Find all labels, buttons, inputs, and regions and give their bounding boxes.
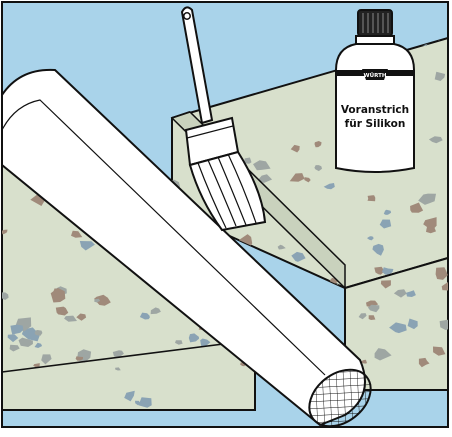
wurth-brand: WÜRTH [364,72,387,79]
bottle-label-line-2: für Silikon [345,118,406,130]
bottle-label-line-1: Voranstrich [341,104,409,116]
terrazzo-chip [368,195,376,201]
